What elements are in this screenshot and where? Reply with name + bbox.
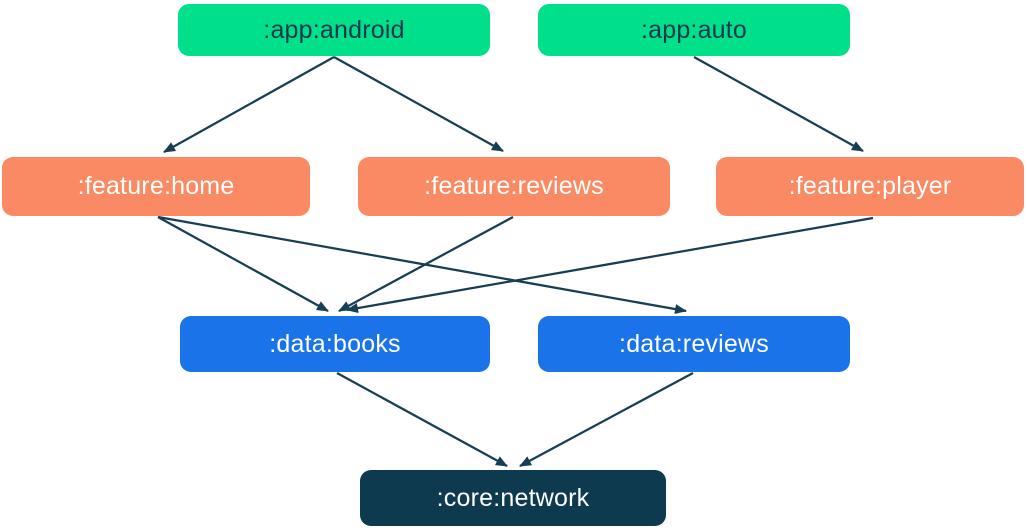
- node-feature-player-label: :feature:player: [788, 172, 952, 200]
- node-feature-home: :feature:home: [2, 157, 310, 216]
- edge-app-auto-to-feature-player: [693, 56, 864, 152]
- edge-app-android-to-feature-reviews: [333, 56, 504, 152]
- edge-feature-player-to-data-books: [346, 216, 874, 314]
- node-data-reviews-label: :data:reviews: [619, 329, 769, 358]
- node-data-reviews: :data:reviews: [538, 316, 850, 372]
- node-app-auto-label: :app:auto: [640, 15, 748, 44]
- edge-feature-home-to-data-books: [157, 216, 329, 312]
- node-app-auto: :app:auto: [538, 4, 850, 56]
- node-feature-player: :feature:player: [716, 157, 1024, 216]
- node-feature-reviews: :feature:reviews: [358, 157, 670, 216]
- node-core-network: :core:network: [360, 470, 666, 526]
- edge-data-reviews-to-core-network: [519, 372, 694, 467]
- edge-feature-reviews-to-data-books: [338, 216, 514, 312]
- node-data-books-label: :data:books: [269, 329, 401, 358]
- node-feature-reviews-label: :feature:reviews: [424, 172, 604, 200]
- node-app-android: :app:android: [178, 4, 490, 56]
- node-core-network-label: :core:network: [436, 483, 590, 512]
- edge-data-books-to-core-network: [336, 372, 508, 467]
- node-app-android-label: :app:android: [263, 15, 405, 44]
- edge-feature-home-to-data-reviews: [157, 215, 687, 314]
- node-feature-home-label: :feature:home: [77, 172, 235, 200]
- node-data-books: :data:books: [180, 316, 490, 372]
- edge-app-android-to-feature-home: [163, 56, 335, 153]
